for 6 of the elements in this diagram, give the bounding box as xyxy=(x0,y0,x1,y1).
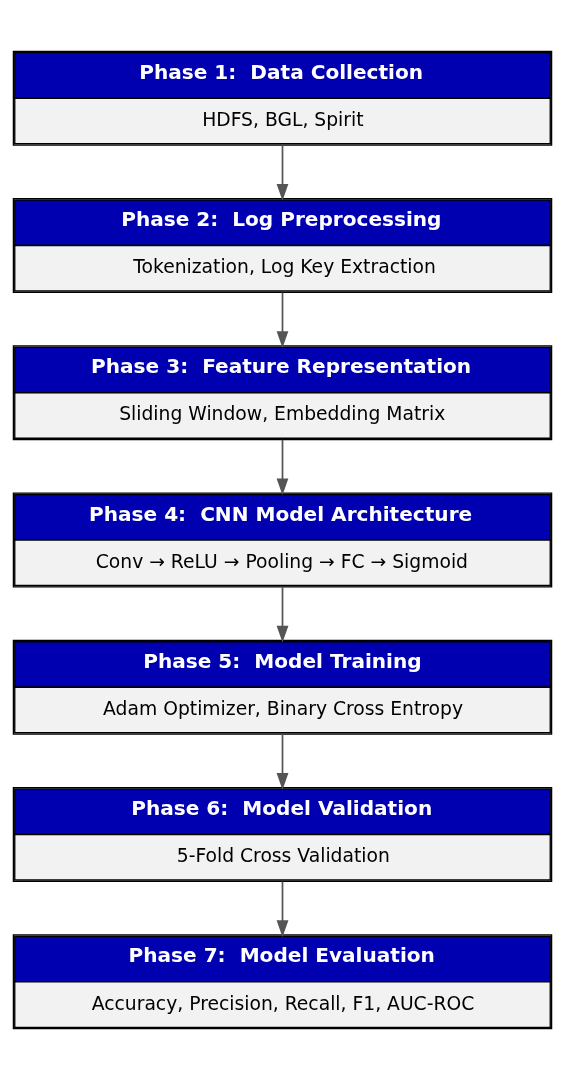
arrow xyxy=(276,143,289,201)
arrow xyxy=(276,880,289,937)
arrow xyxy=(276,585,289,643)
arrow xyxy=(276,733,289,790)
arrow xyxy=(276,438,289,495)
arrow xyxy=(276,291,289,348)
